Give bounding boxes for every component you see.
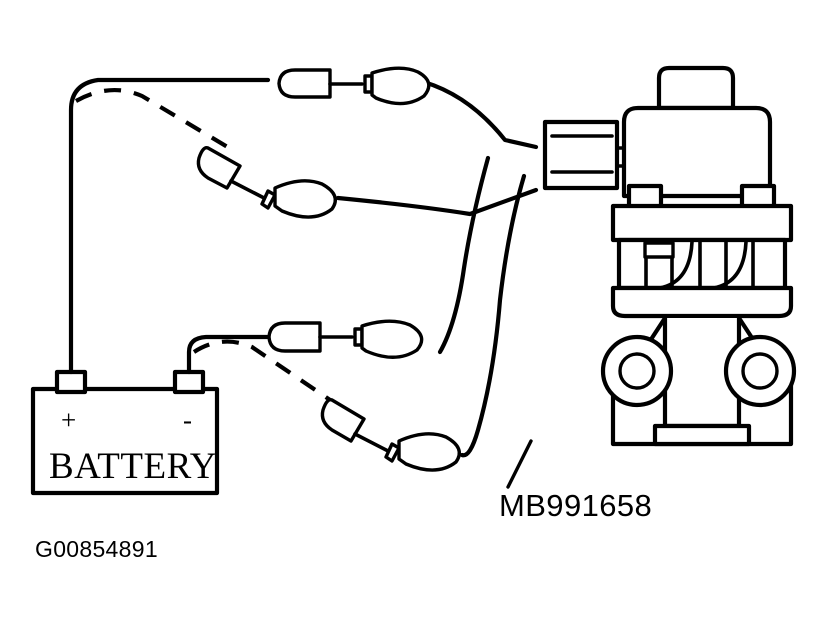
wire-positive-riser (68, 77, 271, 375)
valve-tab-detail (643, 241, 675, 259)
tool-leader-line (506, 439, 533, 489)
battery-negative-terminal (172, 369, 206, 395)
lower-jumper-wire (186, 334, 271, 375)
wire-connector-long-right (459, 173, 527, 458)
clip-pair-upper (277, 66, 431, 106)
clip-body-upper (370, 66, 431, 106)
figure-code: G00854891 (35, 536, 158, 562)
clip-shell-lower (267, 321, 322, 353)
egr-valve-assembly (600, 65, 797, 447)
tool-label: MB991658 (499, 488, 652, 523)
valve-upper-body (621, 105, 773, 199)
valve-flange (610, 203, 794, 243)
battery-case (30, 386, 220, 496)
valve-collar (610, 285, 794, 319)
clip-body-second (273, 179, 337, 219)
clip-shell-upper (277, 68, 332, 99)
battery-positive-terminal (54, 369, 88, 395)
clip-body-lower (360, 319, 424, 359)
wire-upper-to-connector (421, 79, 539, 150)
valve-top-cap (656, 65, 736, 111)
valve-bolt-hole-right (741, 352, 779, 390)
clip-shell-second (196, 146, 242, 190)
electrical-connector (542, 119, 632, 191)
upper-jumper-wire (68, 77, 539, 375)
battery-label: BATTERY (49, 446, 217, 487)
clip-shell-fourth (320, 398, 366, 443)
battery-negative-sign: - (183, 405, 192, 435)
battery: + - BATTERY (30, 369, 220, 496)
dashed-lead-positive (74, 87, 238, 154)
battery-positive-sign: + (61, 405, 76, 435)
wire-negative-riser (186, 334, 271, 375)
wire-second-to-connector (335, 187, 539, 217)
connector-body (542, 119, 620, 191)
clip-pair-lower (267, 319, 424, 359)
clip-jaw-fourth (384, 442, 401, 463)
valve-base-foot (652, 423, 752, 447)
clip-link-second (229, 179, 268, 201)
clip-body-fourth (397, 432, 461, 472)
valve-bolt-hole-left (618, 352, 656, 390)
clip-jaw-second (260, 189, 277, 210)
clip-pair-lower-second (320, 398, 461, 472)
wire-connector-long-left (437, 155, 491, 355)
dashed-lead-negative (192, 339, 338, 406)
clip-link-fourth (353, 432, 392, 454)
clip-pair-upper-second (196, 146, 337, 219)
